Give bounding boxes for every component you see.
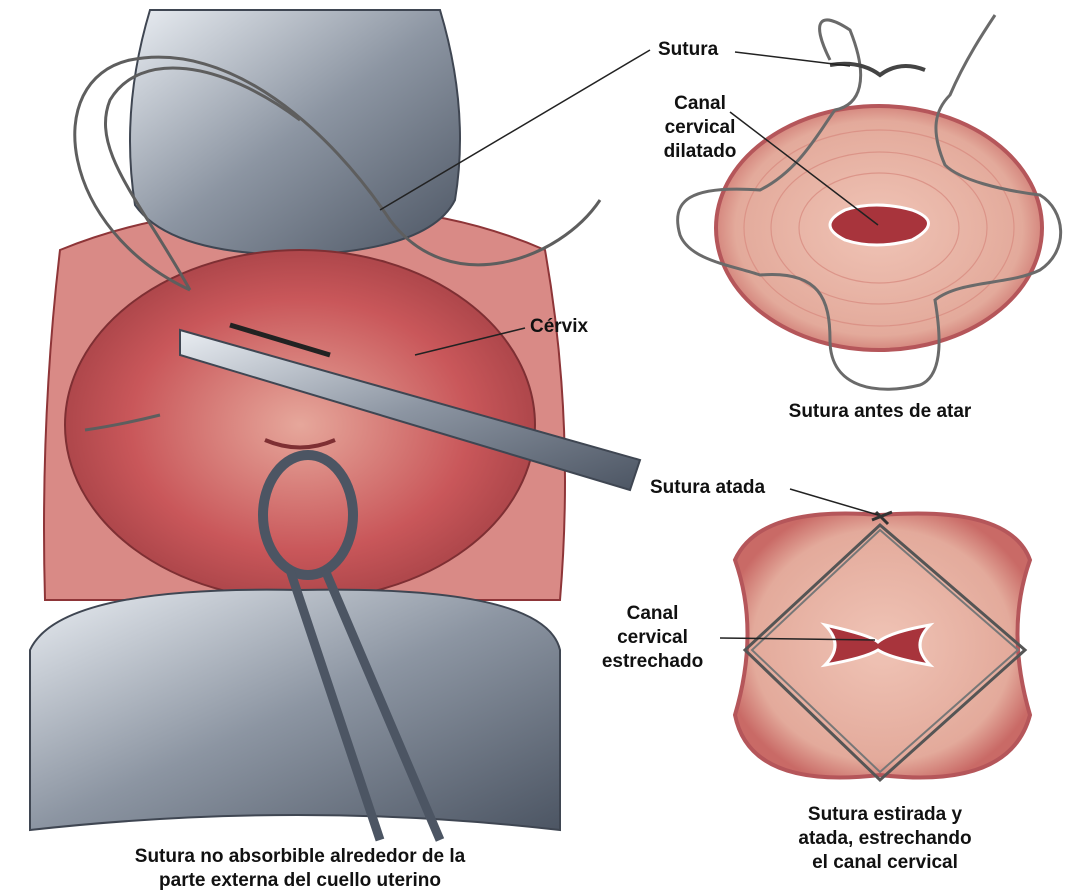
caption-left-line-2: parte externa del cuello uterino (50, 869, 550, 892)
label-canal-dilatado: Canal cervical dilatado (640, 92, 760, 164)
label-canal-estrechado-line-1: Canal (585, 602, 720, 626)
caption-before-tying: Sutura antes de atar (760, 400, 1000, 424)
dilated-cervical-canal (830, 205, 929, 245)
label-canal-estrechado-line-3: estrechado (585, 650, 720, 674)
label-canal-dilatado-line-2: cervical (640, 116, 760, 140)
leader-sutura-to-knot (735, 52, 850, 66)
label-sutura: Sutura (658, 38, 718, 62)
label-canal-dilatado-line-1: Canal (640, 92, 760, 116)
label-canal-dilatado-line-3: dilatado (640, 140, 760, 164)
caption-after-tying-line-3: el canal cervical (760, 851, 1010, 875)
caption-after-tying-line-2: atada, estrechando (760, 827, 1010, 851)
label-sutura-atada: Sutura atada (650, 476, 765, 500)
caption-left: Sutura no absorbible alrededor de la par… (50, 845, 550, 892)
caption-after-tying: Sutura estirada y atada, estrechando el … (760, 803, 1010, 875)
label-canal-estrechado: Canal cervical estrechado (585, 602, 720, 674)
cross-section-before (678, 15, 1061, 389)
upper-speculum-blade (130, 10, 460, 255)
cervix-surgical-view (30, 10, 640, 840)
label-cervix: Cérvix (530, 315, 588, 339)
cross-section-after (735, 512, 1030, 780)
caption-after-tying-line-1: Sutura estirada y (760, 803, 1010, 827)
label-canal-estrechado-line-2: cervical (585, 626, 720, 650)
caption-left-line-1: Sutura no absorbible alrededor de la (50, 845, 550, 869)
leader-sutura-atada (790, 489, 878, 515)
lower-speculum-blade (30, 590, 560, 830)
